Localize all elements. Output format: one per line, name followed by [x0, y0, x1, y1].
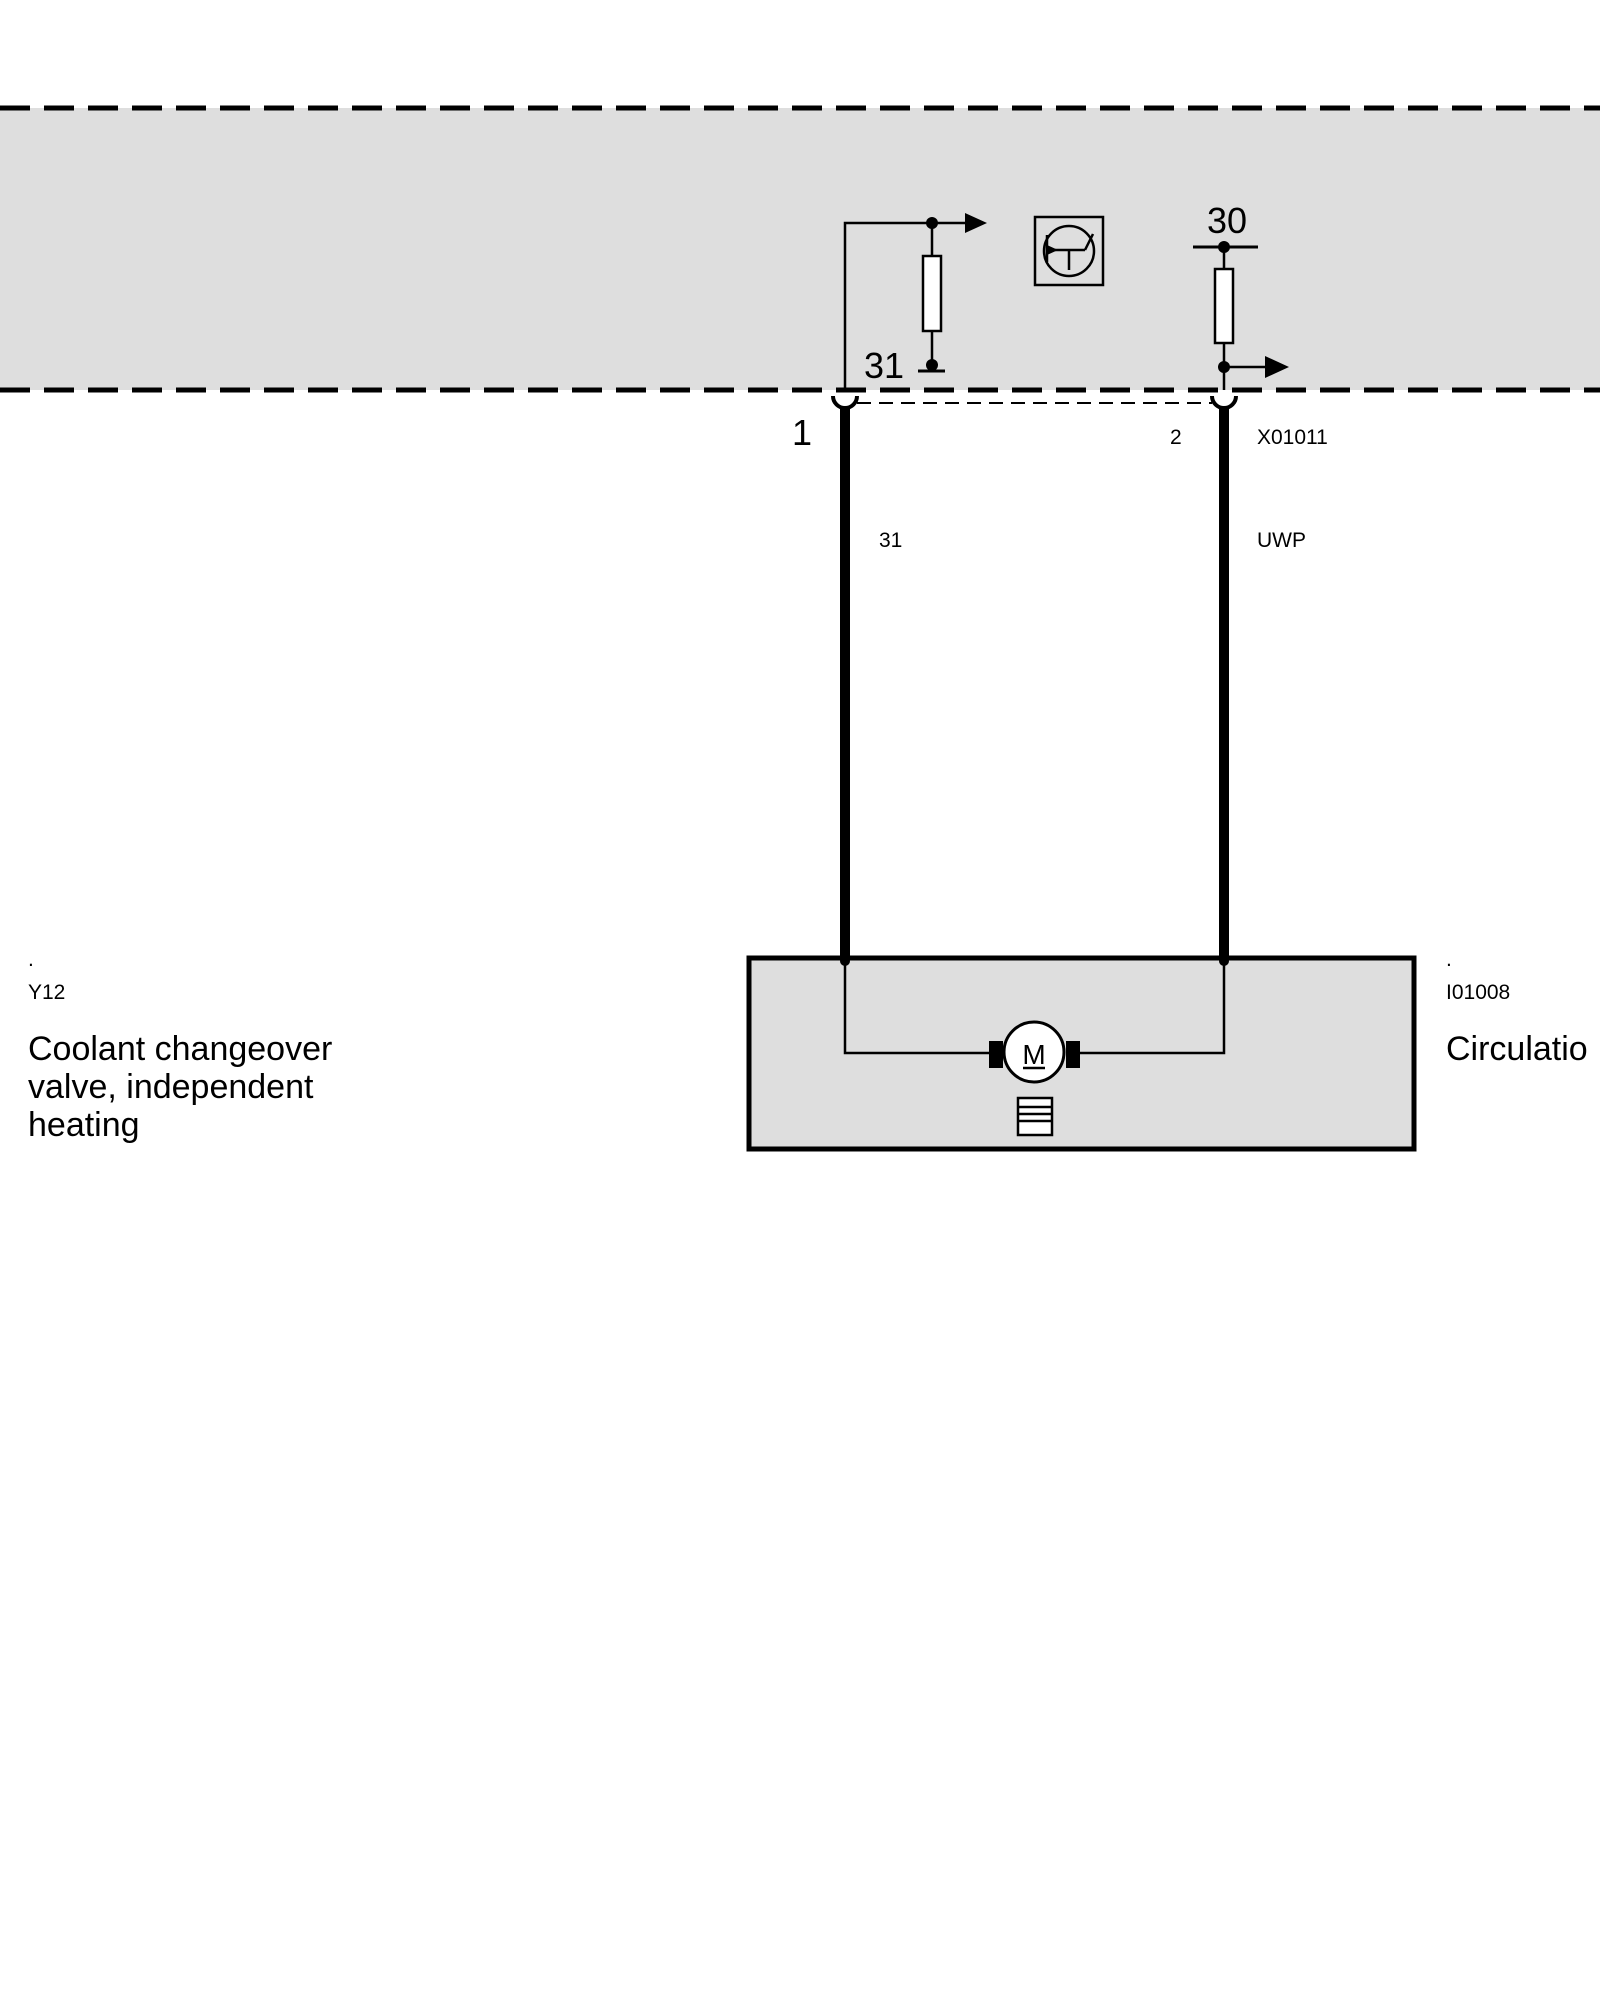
connector-id-label: X01011: [1257, 426, 1328, 449]
wire-31-label: 31: [879, 529, 902, 552]
left-component-label: . Y12 Coolant changeover valve, independ…: [28, 948, 332, 1144]
wire-uwp-label: UWP: [1257, 529, 1306, 552]
connector-x01011: 1 2 X01011: [792, 395, 1328, 453]
right-component-label: . I01008 Circulatio: [1446, 948, 1588, 1068]
left-component-id: Y12: [28, 981, 65, 1004]
circulation-pump-component: M: [746, 955, 1417, 1152]
terminal-30-label: 30: [1207, 200, 1247, 241]
right-component-dot: .: [1446, 948, 1452, 971]
resistor-icon: [921, 254, 943, 333]
connector-pin-2-label: 2: [1170, 426, 1182, 449]
connector-pin-1: [831, 395, 859, 410]
left-component-name-line-2: valve, independent: [28, 1068, 314, 1106]
signal-arrow-left-icon: [965, 213, 987, 233]
right-component-id: I01008: [1446, 981, 1510, 1004]
left-component-dot: .: [28, 948, 34, 971]
ground-circuit: [843, 213, 987, 390]
pump-icon: [1016, 1096, 1054, 1137]
module-background: [0, 108, 1600, 390]
signal-arrow-right-icon: [1265, 356, 1289, 378]
transistor-icon: [1033, 215, 1105, 287]
control-module: 31 30: [0, 105, 1600, 393]
wires: 31 UWP: [840, 408, 1306, 958]
resistor-icon: [1213, 267, 1235, 345]
motor-icon: M: [989, 1020, 1080, 1084]
terminal-31-label: 31: [864, 345, 904, 386]
left-component-name-line-1: Coolant changeover: [28, 1030, 332, 1068]
supply-circuit: [1193, 241, 1289, 390]
right-component-name: Circulatio: [1446, 1030, 1588, 1068]
motor-letter: M: [1022, 1039, 1045, 1070]
connector-pin-1-label: 1: [792, 412, 812, 453]
left-component-name-line-3: heating: [28, 1106, 140, 1144]
connector-pin-2: [1210, 395, 1238, 410]
